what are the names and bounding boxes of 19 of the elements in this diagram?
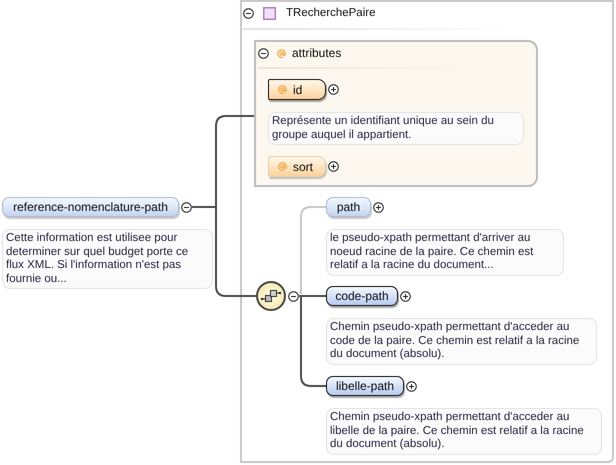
node-name: reference-nomenclature-path (13, 200, 168, 214)
connector-line (192, 206, 256, 297)
description-note: Chemin pseudo-xpath permettant d'acceder au code de la paire. Ce chemin est relatif a la racine du document (absolu). (326, 318, 597, 364)
node-name: path (336, 200, 360, 214)
node-name: code-path (335, 289, 389, 303)
connector-line (299, 206, 326, 294)
description-note: Cette information est utilisee pour determiner sur quel budget porte ce flux XML. Si l'information n'est pas fournie ou... (2, 229, 213, 289)
attributes-panel (254, 40, 538, 187)
node-name: sort (293, 160, 314, 174)
description-note: Représente un identifiant unique au sein du groupe auquel il appartient. (268, 112, 524, 145)
description-note: le pseudo-xpath permettant d'arriver au noeud racine de la paire. Ce chemin est relatif a la racine du document... (326, 229, 564, 276)
connector-line (299, 295, 326, 297)
type-name: TRecherchePaire (286, 6, 376, 21)
node-name: id (293, 82, 302, 96)
description-note: Chemin pseudo-xpath permettant d'acceder au libelle de la paire. Ce chemin est relatif a la racine du document (absolu). (326, 408, 602, 454)
connector-line (299, 295, 326, 387)
type-panel (240, 0, 614, 463)
node-name: libelle-path (336, 379, 394, 393)
group-title: attributes (292, 45, 342, 61)
